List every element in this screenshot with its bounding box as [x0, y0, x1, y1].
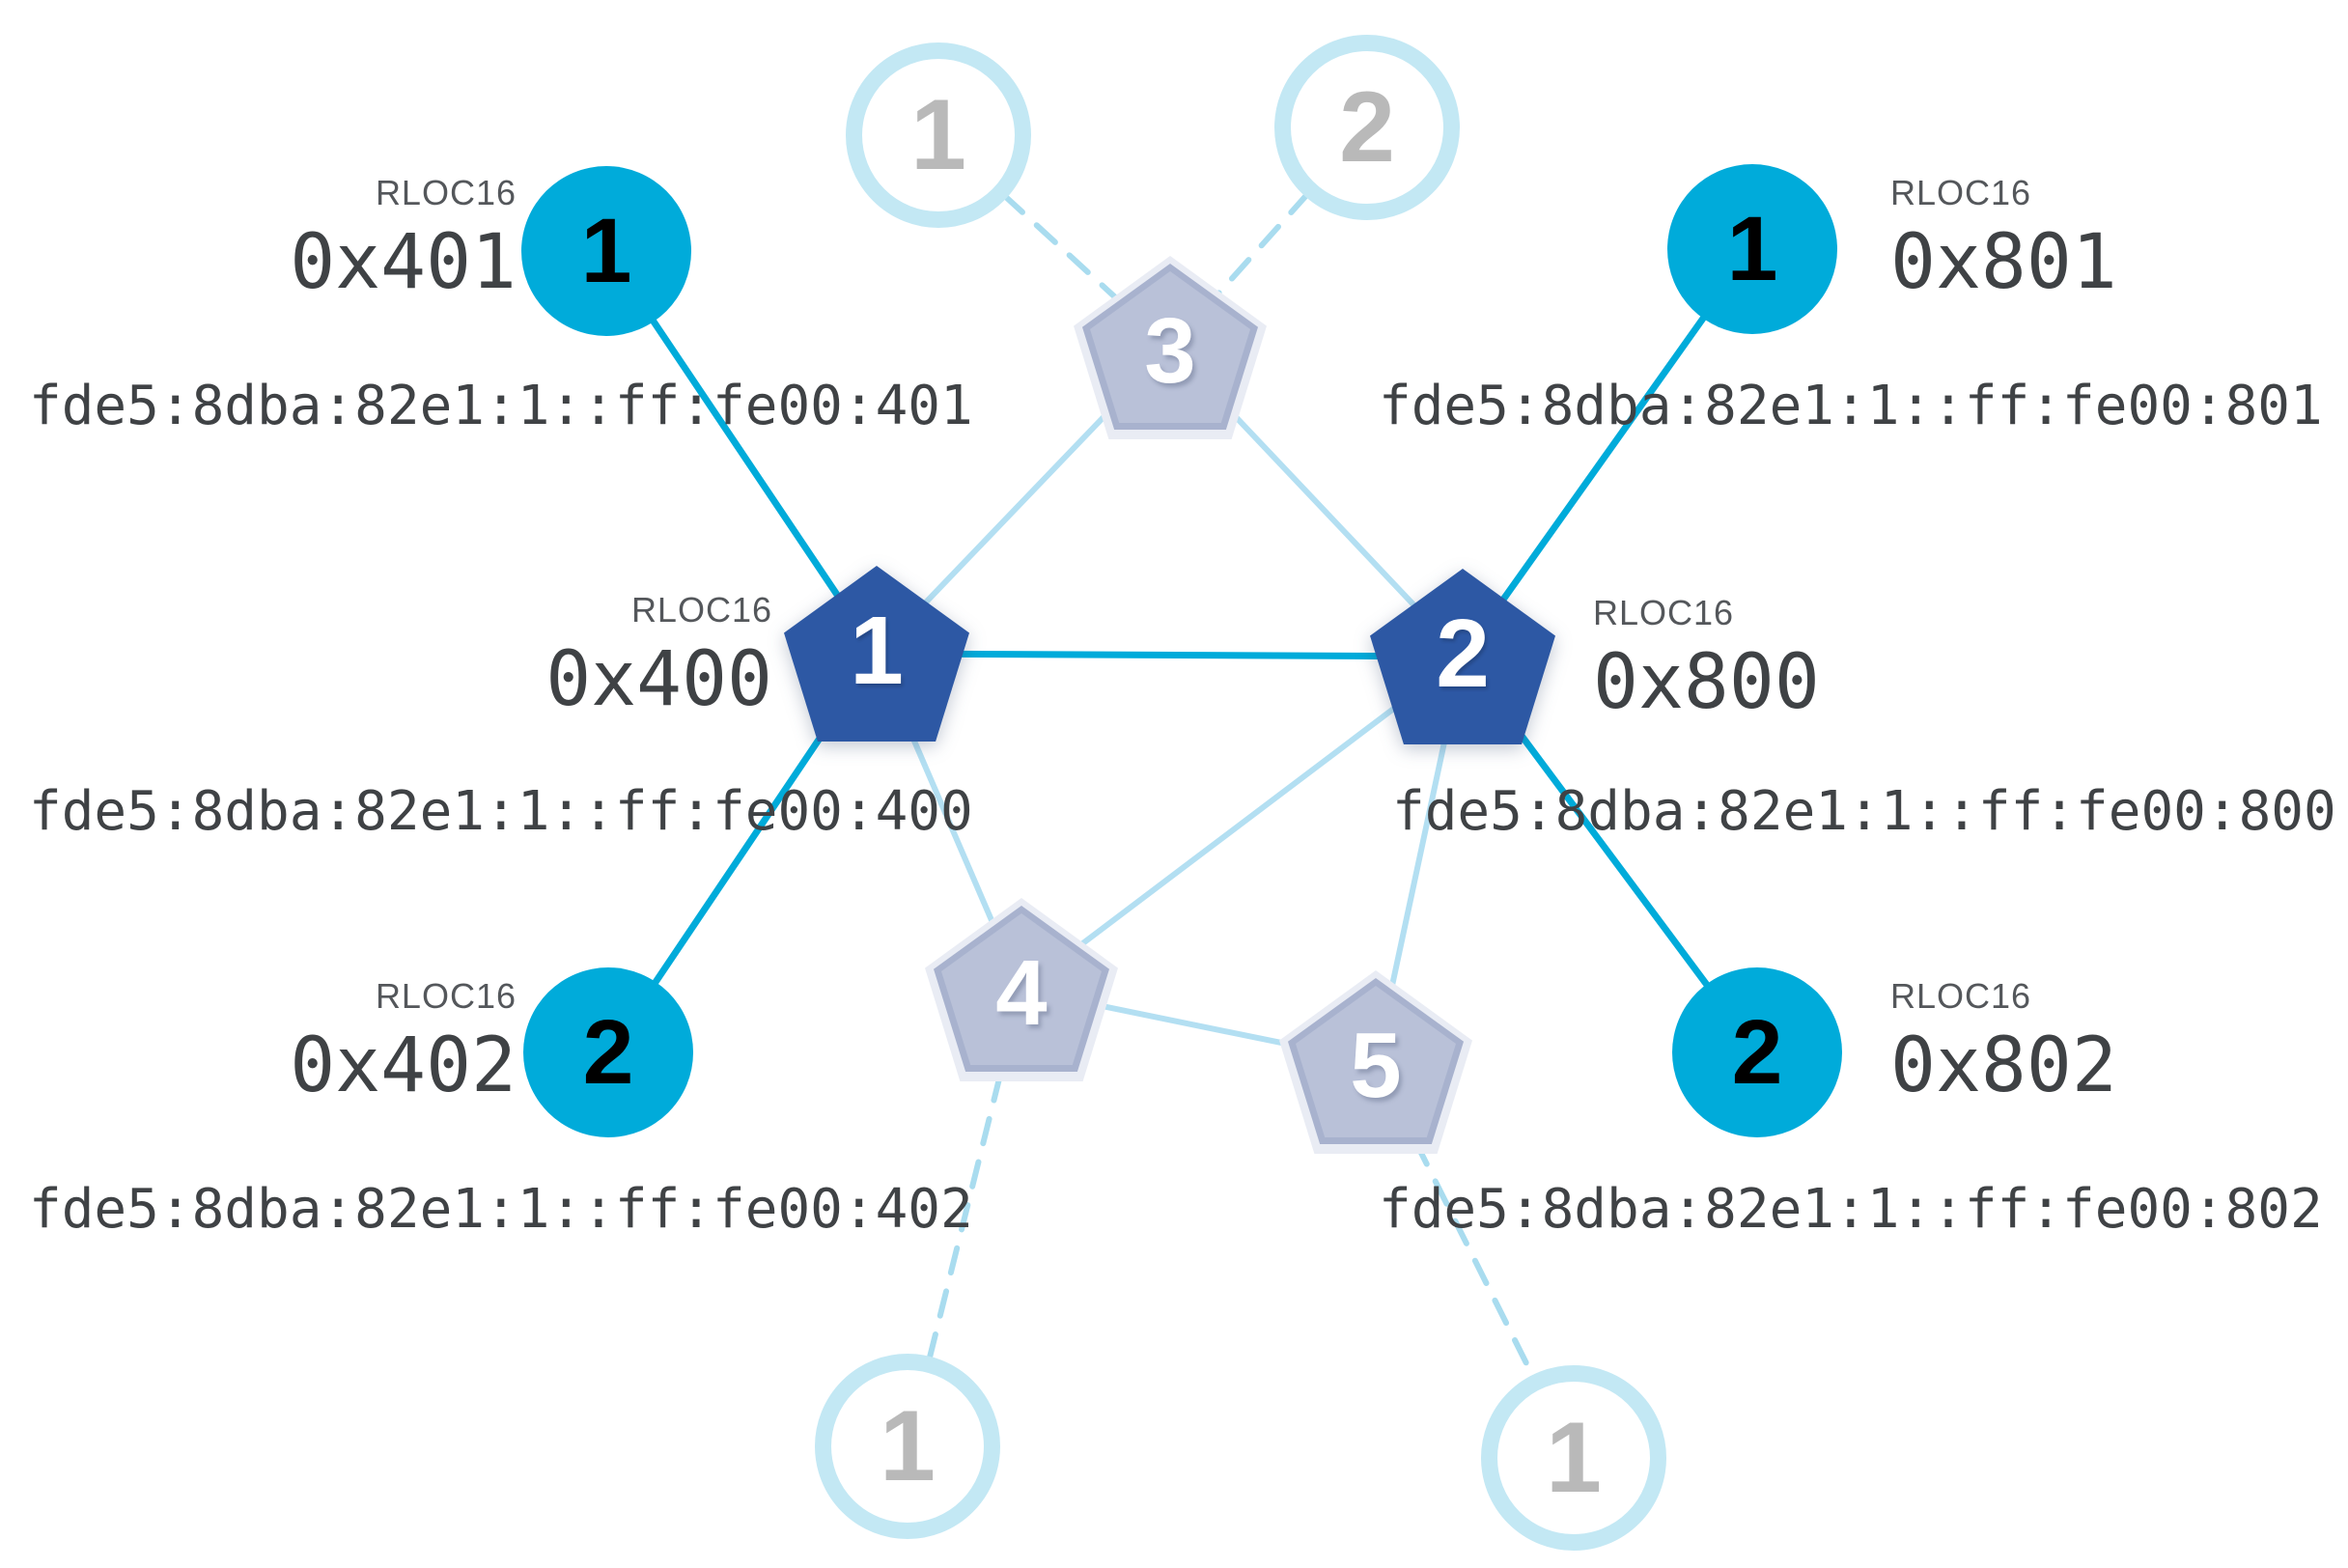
rloc16-block-800: RLOC16 0x800	[1593, 594, 1820, 724]
rloc16-block-802: RLOC16 0x802	[1890, 977, 2117, 1107]
rloc16-block-400: RLOC16 0x400	[386, 591, 772, 721]
node-number: 2	[1731, 1000, 1783, 1104]
ipv6-address-800: fde5:8dba:82e1:1::ff:fe00:800	[1392, 780, 2336, 843]
rloc16-caption: RLOC16	[1890, 976, 2032, 1016]
node-number: 2	[1436, 600, 1490, 708]
node-number: 5	[1350, 1014, 1402, 1117]
node-number: 1	[1726, 197, 1778, 300]
rloc16-block-401: RLOC16 0x401	[130, 174, 517, 304]
rloc16-caption: RLOC16	[1890, 173, 2032, 212]
node-number: 1	[850, 597, 904, 705]
rloc16-caption: RLOC16	[375, 976, 517, 1016]
router-node-2[interactable]: 2	[1370, 569, 1555, 744]
node-number: 1	[1546, 1402, 1602, 1514]
rloc16-block-402: RLOC16 0x402	[130, 977, 517, 1107]
link-router2-router4	[1020, 654, 1465, 993]
node-number: 3	[1144, 299, 1196, 403]
rloc16-caption: RLOC16	[630, 590, 772, 630]
link-router1-router2	[876, 650, 1464, 660]
rloc16-value: 0x801	[1890, 218, 2117, 306]
faded-router-node-5[interactable]: 5	[1279, 970, 1472, 1154]
rloc16-value: 0x401	[290, 218, 517, 306]
ipv6-address-402: fde5:8dba:82e1:1::ff:fe00:402	[29, 1178, 973, 1241]
ipv6-address-400: fde5:8dba:82e1:1::ff:fe00:400	[29, 780, 973, 843]
ipv6-address-802: fde5:8dba:82e1:1::ff:fe00:802	[1379, 1178, 2323, 1241]
faded-child-node-top-2[interactable]: 2	[1274, 35, 1460, 220]
pentagon-shape: 1	[784, 566, 969, 742]
child-node-401[interactable]: 1	[521, 166, 691, 336]
faded-router-node-3[interactable]: 3	[1074, 256, 1267, 439]
node-number: 4	[995, 941, 1048, 1045]
node-number: 2	[582, 1000, 634, 1104]
child-node-801[interactable]: 1	[1667, 164, 1837, 334]
node-number: 1	[910, 79, 966, 191]
ipv6-address-401: fde5:8dba:82e1:1::ff:fe00:401	[29, 375, 973, 437]
rloc16-caption: RLOC16	[375, 173, 517, 212]
child-node-802[interactable]: 2	[1672, 967, 1842, 1137]
rloc16-value: 0x802	[1890, 1022, 2117, 1109]
rloc16-caption: RLOC16	[1593, 593, 1735, 632]
rloc16-value: 0x400	[545, 635, 772, 723]
ipv6-address-801: fde5:8dba:82e1:1::ff:fe00:801	[1379, 375, 2323, 437]
faded-child-node-bottom-1[interactable]: 1	[815, 1354, 1000, 1539]
rloc16-value: 0x800	[1593, 638, 1820, 726]
node-number: 1	[880, 1390, 936, 1502]
node-number: 1	[580, 199, 632, 302]
faded-child-node-bottom-2[interactable]: 1	[1481, 1365, 1666, 1551]
link-router4-bottomchild1	[905, 987, 1024, 1449]
node-number: 2	[1339, 71, 1395, 183]
faded-router-node-4[interactable]: 4	[925, 898, 1118, 1081]
rloc16-block-801: RLOC16 0x801	[1890, 174, 2117, 304]
router-node-1[interactable]: 1	[784, 566, 969, 742]
pentagon-shape: 2	[1370, 569, 1555, 744]
child-node-402[interactable]: 2	[523, 967, 693, 1137]
faded-child-node-top-1[interactable]: 1	[846, 42, 1031, 228]
rloc16-value: 0x402	[290, 1022, 517, 1109]
